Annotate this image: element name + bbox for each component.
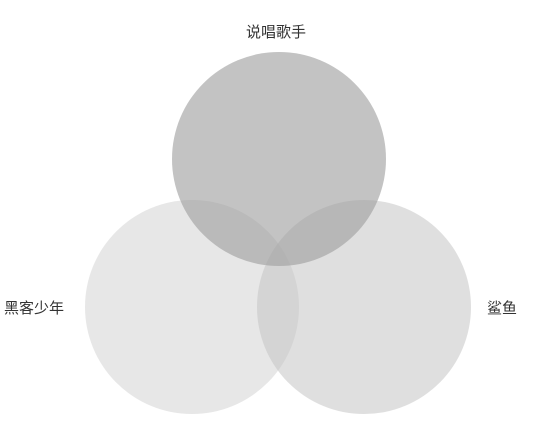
label-shark: 鲨鱼: [487, 299, 517, 317]
label-rapper: 说唱歌手: [246, 23, 306, 41]
label-hacker-boy: 黑客少年: [4, 299, 64, 317]
circle-rapper: [172, 52, 386, 266]
